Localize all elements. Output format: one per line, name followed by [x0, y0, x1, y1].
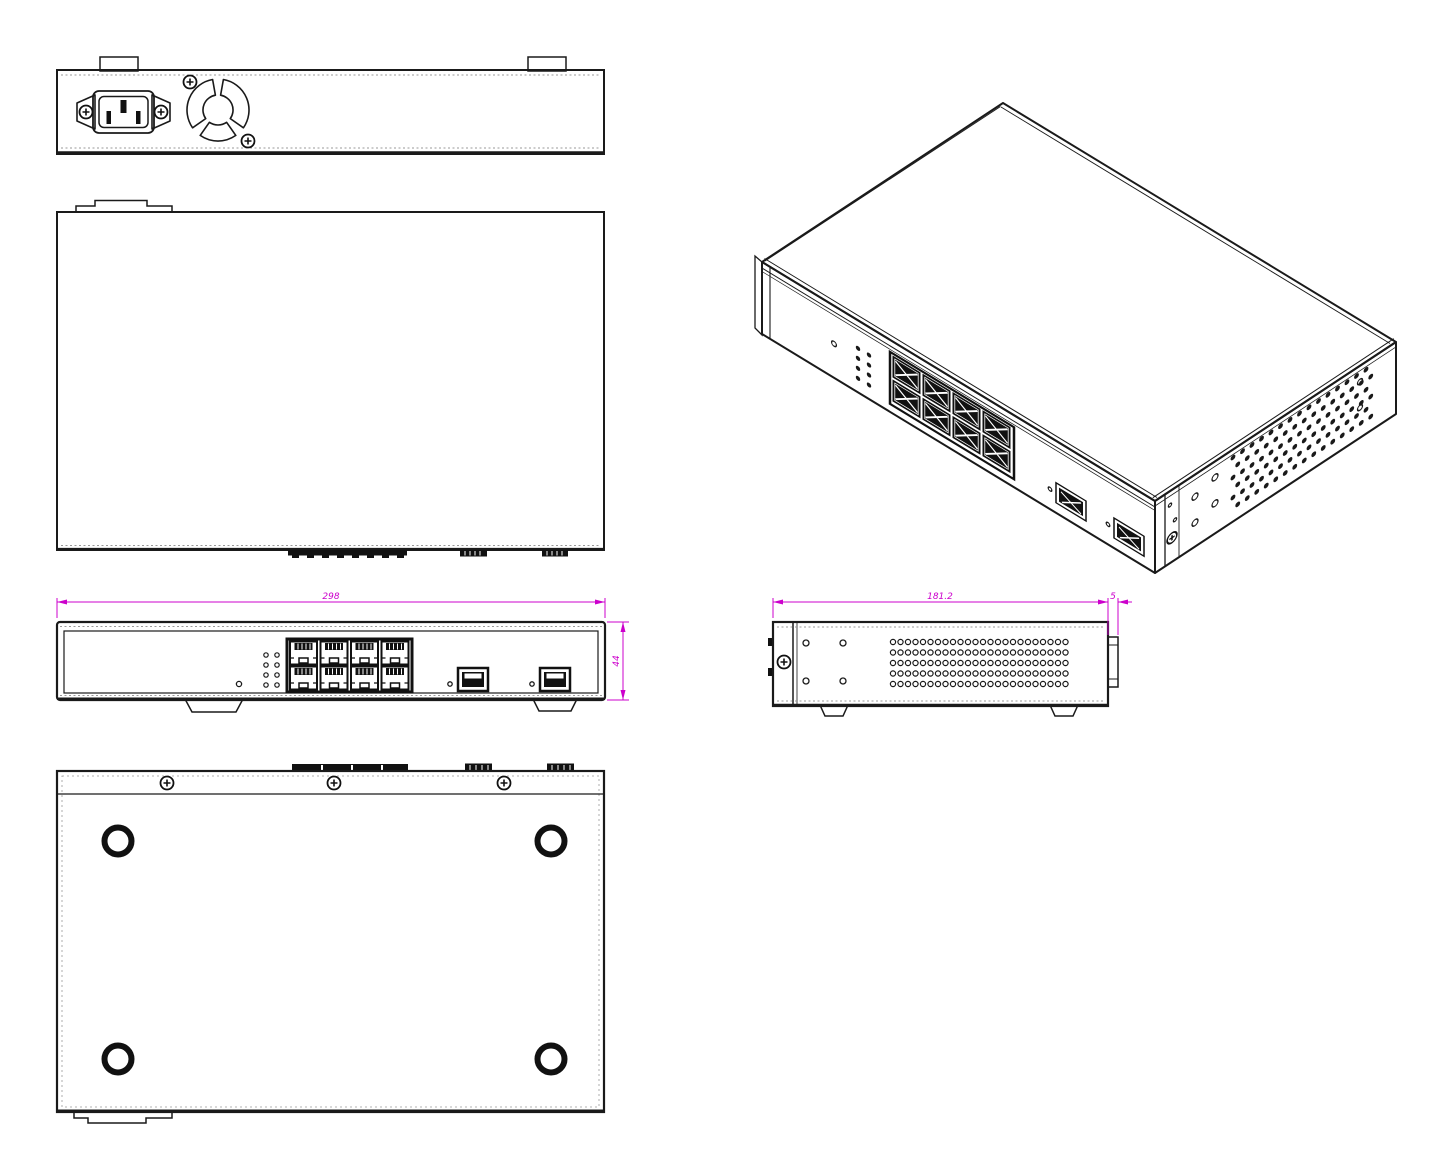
rj45-port — [380, 665, 410, 691]
screw — [776, 654, 792, 670]
panel-hole — [839, 639, 847, 647]
sfp-led — [529, 681, 535, 687]
rubber-foot — [534, 1042, 568, 1076]
power-pin — [136, 111, 141, 124]
rj45-port — [350, 640, 379, 666]
sfp-led — [1047, 486, 1053, 492]
panel-hole — [802, 677, 810, 685]
fan-grille — [182, 74, 256, 149]
panel-hole — [1211, 499, 1219, 508]
panel-hole — [1191, 492, 1199, 501]
side-view: 181.2 5 — [768, 592, 1132, 717]
rubber-foot — [101, 1042, 135, 1076]
screw — [326, 775, 342, 791]
front-panel-detail — [769, 266, 1145, 558]
rubber-foot — [101, 824, 135, 858]
dimension-height-label: 44 — [612, 655, 622, 667]
bottom-view — [55, 763, 606, 1124]
sfp-port — [538, 666, 572, 693]
screw — [78, 104, 94, 120]
led-grid — [855, 345, 872, 388]
top-panel — [56, 211, 605, 551]
dimension-depth: 181.2 — [772, 592, 1109, 635]
top-view — [56, 199, 605, 558]
vent-grid — [1230, 366, 1374, 508]
screw — [182, 74, 198, 90]
sfp-led — [1105, 521, 1111, 528]
front-clip — [768, 668, 774, 676]
side-panel-detail — [1155, 346, 1396, 567]
mounting-tab — [99, 56, 139, 72]
mounting-tab — [75, 199, 173, 212]
panel-hole — [1211, 473, 1219, 482]
rj45-block-edge — [288, 550, 407, 558]
screw — [496, 775, 512, 791]
rj45-port — [319, 665, 349, 691]
rj45-port — [380, 640, 410, 666]
sfp-port — [456, 666, 490, 693]
rj45-port-block — [888, 349, 1016, 482]
panel-hole — [1172, 517, 1178, 523]
dimension-lip-label: 5 — [1110, 592, 1116, 602]
left-edge-sliver — [754, 254, 763, 337]
reset-hole — [235, 680, 243, 688]
panel-hole — [839, 677, 847, 685]
power-pin — [106, 111, 111, 124]
panel-hole — [1167, 502, 1173, 508]
vent-grid — [889, 638, 1069, 688]
dimension-width: 298 — [56, 592, 606, 618]
dimension-lip: 5 — [1110, 592, 1132, 635]
panel-hole — [1191, 518, 1199, 527]
port-underside-marks — [292, 763, 574, 771]
sfp-cage-edge — [460, 550, 568, 557]
top-panel — [761, 102, 1397, 502]
front-panel — [761, 261, 1156, 574]
rj45-port — [319, 640, 349, 666]
rj45-port-block — [285, 637, 414, 694]
panel-hole — [802, 639, 810, 647]
front-lip — [1107, 636, 1119, 688]
rj45-port — [350, 665, 379, 691]
front-view: 298 44 — [55, 592, 629, 713]
rubber-foot — [534, 824, 568, 858]
rear-panel — [56, 69, 605, 155]
rj45-port — [289, 640, 318, 666]
power-inlet — [76, 90, 171, 134]
led-grid — [263, 652, 280, 688]
reset-hole — [830, 340, 838, 348]
screw — [153, 104, 169, 120]
screw — [240, 133, 256, 149]
power-pin — [120, 100, 127, 113]
mounting-tab — [527, 56, 567, 72]
screw — [159, 775, 175, 791]
sfp-led — [447, 681, 453, 687]
isometric-view — [754, 102, 1397, 574]
front-clip — [768, 638, 774, 646]
mounting-tab — [73, 1112, 173, 1124]
rj45-port — [289, 665, 318, 691]
dimension-width-label: 298 — [322, 592, 339, 602]
rear-view — [56, 56, 605, 155]
dimension-depth-label: 181.2 — [927, 592, 953, 602]
dimension-height: 44 — [607, 621, 629, 701]
bottom-panel — [55, 769, 606, 1114]
